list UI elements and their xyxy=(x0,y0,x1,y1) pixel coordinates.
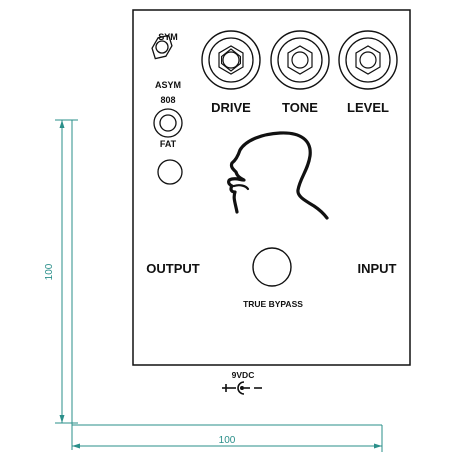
width-dimension xyxy=(72,424,383,452)
head-mouth-detail xyxy=(232,184,250,191)
height-dimension xyxy=(55,119,78,450)
footswitch[interactable] xyxy=(252,247,292,287)
output-jack-label: OUTPUT xyxy=(146,261,200,276)
width-dimension-label: 100 xyxy=(219,435,236,446)
level-label: LEVEL xyxy=(347,100,389,115)
level-knob[interactable] xyxy=(338,30,398,90)
height-dimension-label: 100 xyxy=(44,263,55,280)
clip-toggle-switch[interactable] xyxy=(148,31,175,62)
voice-toggle-switch[interactable] xyxy=(153,108,183,138)
drive-knob[interactable] xyxy=(201,30,261,90)
clip-toggle-top-label: SYM xyxy=(158,32,178,42)
clip-toggle-bottom-label: ASYM xyxy=(155,80,181,90)
tone-label: TONE xyxy=(282,100,318,115)
voice-toggle-bottom-label: FAT xyxy=(160,139,177,149)
tone-knob[interactable] xyxy=(270,30,330,90)
led-indicator xyxy=(157,159,183,185)
voice-toggle-top-label: 808 xyxy=(160,95,175,105)
power-polarity-symbol xyxy=(222,381,262,395)
enclosure-outline xyxy=(132,9,411,366)
drive-label: DRIVE xyxy=(211,100,251,115)
input-jack-label: INPUT xyxy=(358,261,397,276)
power-jack-label: 9VDC xyxy=(232,370,255,380)
screaming-head-graphic xyxy=(227,131,329,220)
true-bypass-label: TRUE BYPASS xyxy=(243,299,303,309)
